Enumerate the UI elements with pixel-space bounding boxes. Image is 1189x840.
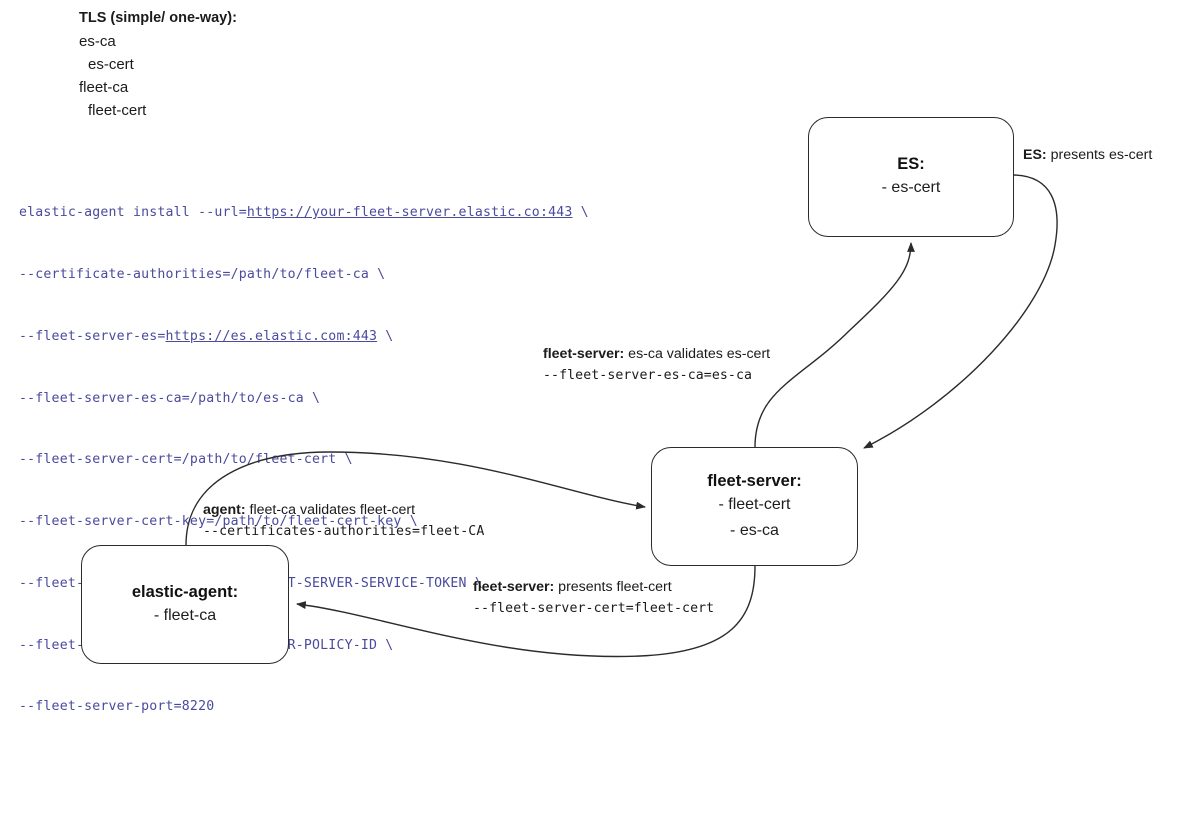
command-line-1-prefix: elastic-agent install --url= (19, 205, 247, 221)
edge-label-fleet-server-presents-fleet-cert: fleet-server: presents fleet-cert --flee… (473, 577, 714, 619)
node-fleet-server-line-2: - es-ca (730, 521, 779, 539)
edge-label-fs-presents-text: presents fleet-cert (554, 579, 672, 595)
legend-item-es-ca: es-ca (79, 33, 116, 50)
edge-es-to-fleet-server (863, 174, 1058, 449)
legend-item-fleet-ca: fleet-ca (79, 79, 129, 96)
edge-label-fs-presents-flag: --fleet-server-cert=fleet-cert (473, 601, 715, 616)
command-line-5: --fleet-server-cert=/path/to/fleet-cert … (19, 452, 353, 468)
node-elastic-agent-title: elastic-agent: (131, 582, 239, 601)
command-line-3-prefix: --fleet-server-es= (19, 328, 166, 344)
edge-label-fs-validates-prefix: fleet-server: (543, 346, 625, 362)
node-elasticsearch[interactable]: ES: - es-cert (808, 117, 1014, 237)
node-fleet-server-line-1: - fleet-cert (718, 495, 791, 513)
command-line-3-suffix: \ (377, 328, 394, 344)
command-line-3: --fleet-server-es=https://es.elastic.com… (19, 327, 589, 348)
edge-fleet-server-to-es (754, 242, 915, 448)
legend-item-es-cert: es-cert (88, 56, 134, 73)
node-elastic-agent[interactable]: elastic-agent: - fleet-ca (81, 545, 289, 664)
edge-label-agent-validates-prefix: agent: (203, 502, 246, 518)
edge-label-es-presents-prefix: ES: (1023, 147, 1047, 163)
edge-label-agent-validates-flag: --certificates-authorities=fleet-CA (203, 524, 485, 539)
command-line-6: --fleet-server-cert-key=/path/to/fleet-c… (19, 514, 418, 530)
node-elasticsearch-line-1: - es-cert (881, 179, 941, 196)
command-line-2: --certificate-authorities=/path/to/fleet… (19, 266, 386, 282)
node-elastic-agent-line-1: - fleet-ca (153, 606, 217, 624)
edge-elastic-agent-to-fleet-server (185, 451, 646, 546)
command-line-1: elastic-agent install --url=https://your… (19, 203, 589, 224)
node-fleet-server-title: fleet-server: (707, 471, 802, 490)
edge-label-fleet-server-validates-es-cert: fleet-server: es-ca validates es-cert --… (543, 344, 770, 386)
node-elasticsearch-title: ES: (897, 155, 925, 173)
legend-item-fleet-cert: fleet-cert (88, 102, 147, 119)
edge-label-agent-validates-text: fleet-ca validates fleet-cert (245, 502, 416, 518)
edge-label-es-presents-text: presents es-cert (1046, 147, 1153, 163)
edge-label-fs-validates-text: es-ca validates es-cert (624, 346, 771, 362)
edge-label-fs-validates-flag: --fleet-server-es-ca=es-ca (543, 368, 753, 383)
edge-label-fs-presents-prefix: fleet-server: (473, 579, 555, 595)
edge-fleet-server-to-elastic-agent (296, 565, 756, 658)
node-fleet-server[interactable]: fleet-server: - fleet-cert - es-ca (651, 447, 858, 566)
edge-label-agent-validates-fleet-cert: agent: fleet-ca validates fleet-cert --c… (203, 500, 484, 542)
legend-title: TLS (simple/ one-way): (79, 10, 237, 26)
command-line-4: --fleet-server-es-ca=/path/to/es-ca \ (19, 390, 321, 406)
edge-label-es-presents-es-cert: ES: presents es-cert (1023, 145, 1152, 166)
tls-legend: TLS (simple/ one-way): es-ca es-cert fle… (79, 7, 237, 122)
command-line-9: --fleet-server-port=8220 (19, 699, 215, 715)
command-line-1-suffix: \ (572, 205, 589, 221)
elasticsearch-url-link[interactable]: https://es.elastic.com:443 (165, 328, 378, 344)
fleet-server-url-link[interactable]: https://your-fleet-server.elastic.co:443 (246, 205, 573, 221)
